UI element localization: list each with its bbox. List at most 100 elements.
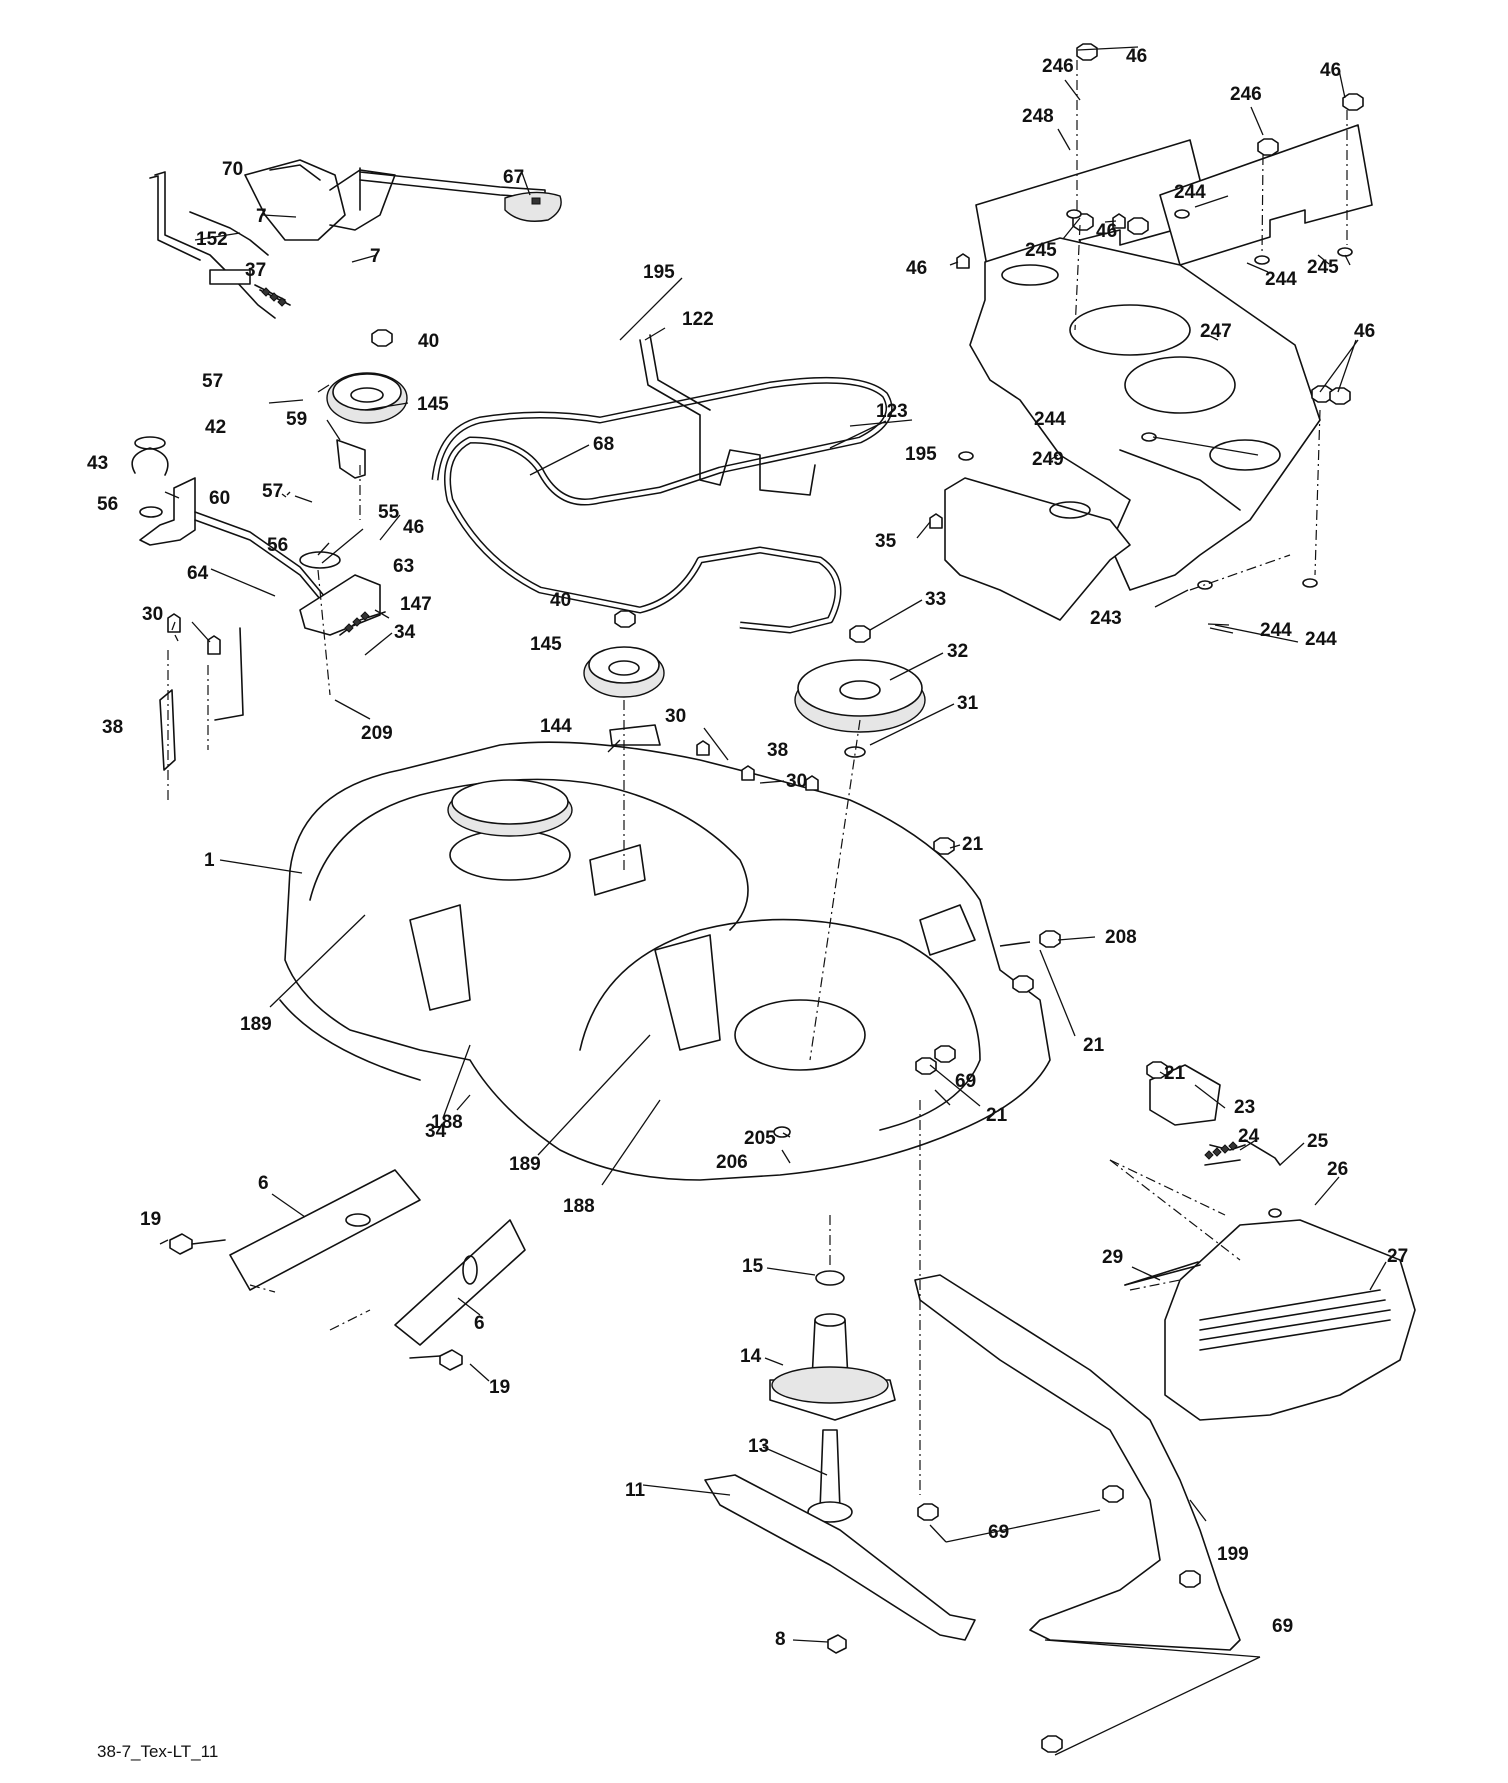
callout-244: 244 bbox=[1265, 269, 1297, 290]
callout-60: 60 bbox=[209, 488, 230, 509]
callout-123: 123 bbox=[876, 401, 908, 422]
callout-67: 67 bbox=[503, 167, 524, 188]
callout-244: 244 bbox=[1260, 620, 1292, 641]
callout-145: 145 bbox=[417, 394, 449, 415]
callout-209: 209 bbox=[361, 723, 393, 744]
callout-21: 21 bbox=[962, 834, 984, 855]
knob-67 bbox=[504, 191, 562, 222]
callout-244: 244 bbox=[1034, 409, 1066, 430]
callout-13: 13 bbox=[748, 1436, 769, 1457]
callout-21: 21 bbox=[1164, 1063, 1186, 1084]
callout-38: 38 bbox=[767, 740, 788, 761]
callout-43: 43 bbox=[87, 453, 108, 474]
callout-57: 57 bbox=[262, 481, 283, 502]
callout-7: 7 bbox=[370, 246, 381, 267]
callout-205: 205 bbox=[744, 1128, 776, 1149]
callout-19: 19 bbox=[489, 1377, 510, 1398]
callout-46: 46 bbox=[1096, 221, 1117, 242]
callout-56: 56 bbox=[267, 535, 288, 556]
callout-63: 63 bbox=[393, 556, 414, 577]
alignment-lines bbox=[167, 60, 1348, 1495]
callout-11: 11 bbox=[625, 1480, 646, 1501]
callout-245: 245 bbox=[1025, 240, 1057, 261]
callout-208: 208 bbox=[1105, 927, 1137, 948]
callout-144: 144 bbox=[540, 716, 572, 737]
callout-59: 59 bbox=[286, 409, 307, 430]
engagement-lever-assembly bbox=[149, 159, 546, 319]
callout-46: 46 bbox=[403, 517, 424, 538]
callout-69: 69 bbox=[955, 1071, 976, 1092]
callout-244: 244 bbox=[1305, 629, 1337, 650]
mower-deck-housing bbox=[279, 741, 1051, 1181]
callout-24: 24 bbox=[1238, 1126, 1260, 1147]
callout-246: 246 bbox=[1042, 56, 1074, 77]
callout-27: 27 bbox=[1387, 1246, 1408, 1267]
callout-23: 23 bbox=[1234, 1097, 1255, 1118]
blade-spindle-assembly bbox=[704, 1270, 976, 1654]
callout-30: 30 bbox=[665, 706, 686, 727]
callout-labels: 1 6 6 7 7 8 11 13 14 15 19 19 21 21 21 2… bbox=[87, 46, 1408, 1650]
callout-21: 21 bbox=[1083, 1035, 1105, 1056]
callout-248: 248 bbox=[1022, 106, 1054, 127]
callout-40: 40 bbox=[418, 331, 439, 352]
callout-152: 152 bbox=[196, 229, 228, 250]
spindle-pulley-32 bbox=[794, 625, 926, 758]
callout-19: 19 bbox=[140, 1209, 161, 1230]
idler-arm-assembly bbox=[131, 329, 408, 636]
callout-38: 38 bbox=[102, 717, 123, 738]
callout-32: 32 bbox=[947, 641, 968, 662]
callout-30: 30 bbox=[786, 771, 807, 792]
callout-21: 21 bbox=[986, 1105, 1008, 1126]
callout-247: 247 bbox=[1200, 321, 1232, 342]
callout-46: 46 bbox=[1126, 46, 1147, 67]
callout-46: 46 bbox=[906, 258, 927, 279]
callout-7: 7 bbox=[256, 206, 267, 227]
callout-1: 1 bbox=[204, 850, 215, 871]
belt-cover-249 bbox=[944, 477, 1131, 621]
idler-pulley-145 bbox=[583, 610, 665, 746]
callout-246: 246 bbox=[1230, 84, 1262, 105]
callout-34: 34 bbox=[425, 1121, 447, 1142]
leader-lines bbox=[159, 46, 1387, 1756]
figure-id-label: 38-7_Tex-LT_11 bbox=[97, 1742, 219, 1761]
callout-199: 199 bbox=[1217, 1544, 1249, 1565]
callout-46: 46 bbox=[1354, 321, 1375, 342]
callout-15: 15 bbox=[742, 1256, 764, 1277]
callout-188: 188 bbox=[563, 1196, 595, 1217]
deck-lift-rod bbox=[639, 334, 816, 496]
callout-6: 6 bbox=[474, 1313, 485, 1334]
hardware bbox=[159, 43, 1364, 1753]
callout-245: 245 bbox=[1307, 257, 1339, 278]
callout-34: 34 bbox=[394, 622, 416, 643]
callout-35: 35 bbox=[875, 531, 897, 552]
callout-249: 249 bbox=[1032, 449, 1064, 470]
callout-26: 26 bbox=[1327, 1159, 1348, 1180]
callout-189: 189 bbox=[509, 1154, 541, 1175]
drive-belt bbox=[431, 376, 893, 634]
callout-29: 29 bbox=[1102, 1247, 1123, 1268]
callout-195: 195 bbox=[643, 262, 675, 283]
callout-46: 46 bbox=[1320, 60, 1341, 81]
callout-31: 31 bbox=[957, 693, 979, 714]
callout-33: 33 bbox=[925, 589, 946, 610]
callout-70: 70 bbox=[222, 159, 243, 180]
callout-64: 64 bbox=[187, 563, 209, 584]
callout-195: 195 bbox=[905, 444, 937, 465]
callout-69: 69 bbox=[988, 1522, 1009, 1543]
callout-147: 147 bbox=[400, 594, 432, 615]
callout-30: 30 bbox=[142, 604, 163, 625]
callout-14: 14 bbox=[740, 1346, 762, 1367]
callout-145: 145 bbox=[530, 634, 562, 655]
callout-40: 40 bbox=[550, 590, 571, 611]
callout-57: 57 bbox=[202, 371, 223, 392]
callout-244: 244 bbox=[1174, 182, 1206, 203]
callout-37: 37 bbox=[245, 260, 266, 281]
callout-55: 55 bbox=[378, 502, 400, 523]
callout-188: 188 bbox=[431, 1112, 463, 1133]
callout-243: 243 bbox=[1090, 608, 1122, 629]
mount-arms bbox=[169, 1169, 526, 1371]
discharge-chute bbox=[914, 1064, 1416, 1651]
top-deck-housing bbox=[969, 237, 1321, 591]
callout-69: 69 bbox=[1272, 1616, 1293, 1637]
callout-25: 25 bbox=[1307, 1131, 1329, 1152]
